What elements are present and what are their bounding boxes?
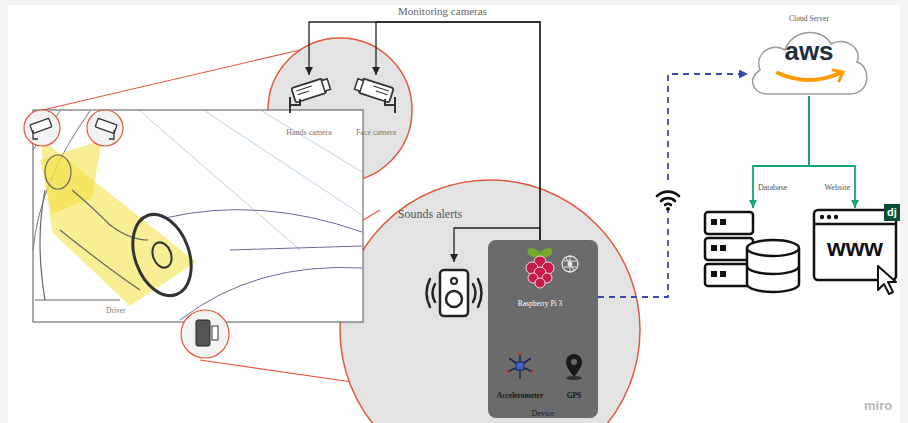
database-icon: Database (703, 208, 803, 292)
website-icon: Websitewwwdj (812, 208, 898, 292)
node-text: Accelerometer (497, 391, 544, 400)
camera-icon: Face camera (350, 75, 402, 117)
node-text: Website (824, 183, 850, 193)
text-slot: Sounds alerts (380, 204, 480, 222)
text-slot: Cloud Server (748, 7, 870, 25)
accelerometer-icon-graphic (506, 352, 534, 380)
node-text: Cloud Server (789, 14, 829, 23)
speaker-icon-graphic (428, 262, 480, 324)
camera-icon: Hands camera (283, 75, 335, 117)
node-text: Sounds alerts (398, 207, 462, 221)
text-slot: Hands camera (273, 121, 345, 139)
text-slot: Face camera (340, 121, 412, 139)
node-text: aws (784, 36, 833, 66)
node-text: Hands camera (286, 128, 332, 138)
raspberry-pi-graphic (522, 246, 558, 288)
camera-icon-graphic (283, 75, 335, 117)
node-text: www (827, 234, 883, 262)
node-text: GPS (567, 391, 582, 400)
connector (753, 96, 809, 208)
gps-icon-graphic (564, 352, 584, 380)
raspberry-pi-graphic (560, 254, 580, 274)
connector (309, 22, 540, 246)
text-slot: Accelerometer (488, 384, 552, 402)
raspberry-pi: Raspberry Pi 3 (500, 246, 580, 308)
node-text: Face camera (356, 128, 396, 138)
connector (376, 22, 540, 246)
watermark: miro (864, 398, 892, 413)
aws-cloud: Cloud Serveraws (748, 24, 870, 96)
gps-icon: GPS (554, 352, 594, 382)
group-title: Monitoring cameras (398, 5, 487, 17)
text-slot: dj (882, 202, 902, 221)
device-box: DeviceRaspberry Pi 3AccelerometerGPS (488, 240, 598, 418)
node-text: Raspberry Pi 3 (518, 299, 563, 308)
speaker-icon: Sounds alerts (428, 262, 480, 324)
text-slot: Raspberry Pi 3 (500, 292, 580, 310)
car-interior (24, 110, 363, 358)
figure-label: Driver (106, 306, 126, 315)
node-text: Database (758, 183, 787, 193)
node-text: Device (532, 409, 555, 419)
text-slot: www (812, 234, 898, 262)
text-slot: GPS (554, 384, 594, 402)
node-text: dj (884, 204, 900, 221)
text-slot: aws (748, 36, 870, 66)
connector (809, 96, 855, 208)
accelerometer-icon: Accelerometer (492, 352, 548, 382)
text-slot: Website (812, 176, 850, 194)
database-icon-graphic (703, 208, 803, 292)
camera-icon-graphic (350, 75, 402, 117)
text-slot: Database (758, 176, 806, 194)
text-slot: Device (488, 402, 598, 420)
